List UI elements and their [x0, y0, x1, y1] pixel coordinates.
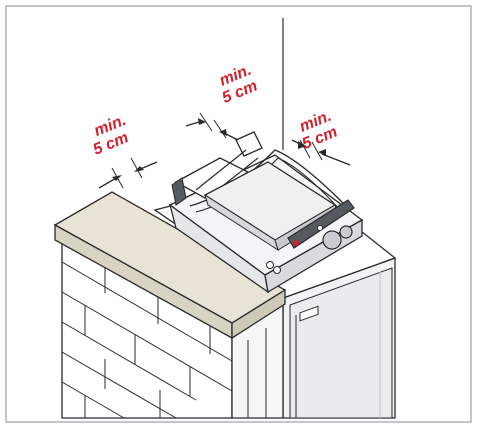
- control-knob-icon: [322, 230, 342, 250]
- grill-handle: [287, 199, 355, 249]
- screw-icon: [266, 261, 274, 269]
- countertop: [53, 191, 287, 340]
- indicator-light-icon: [293, 240, 299, 246]
- cabinet-handle: [299, 305, 319, 322]
- brick-wall: [61, 236, 284, 419]
- clearance-arrows: [98, 112, 351, 189]
- contact-grill: [168, 131, 364, 294]
- control-knob-icon: [339, 225, 353, 239]
- screw-icon: [273, 266, 281, 274]
